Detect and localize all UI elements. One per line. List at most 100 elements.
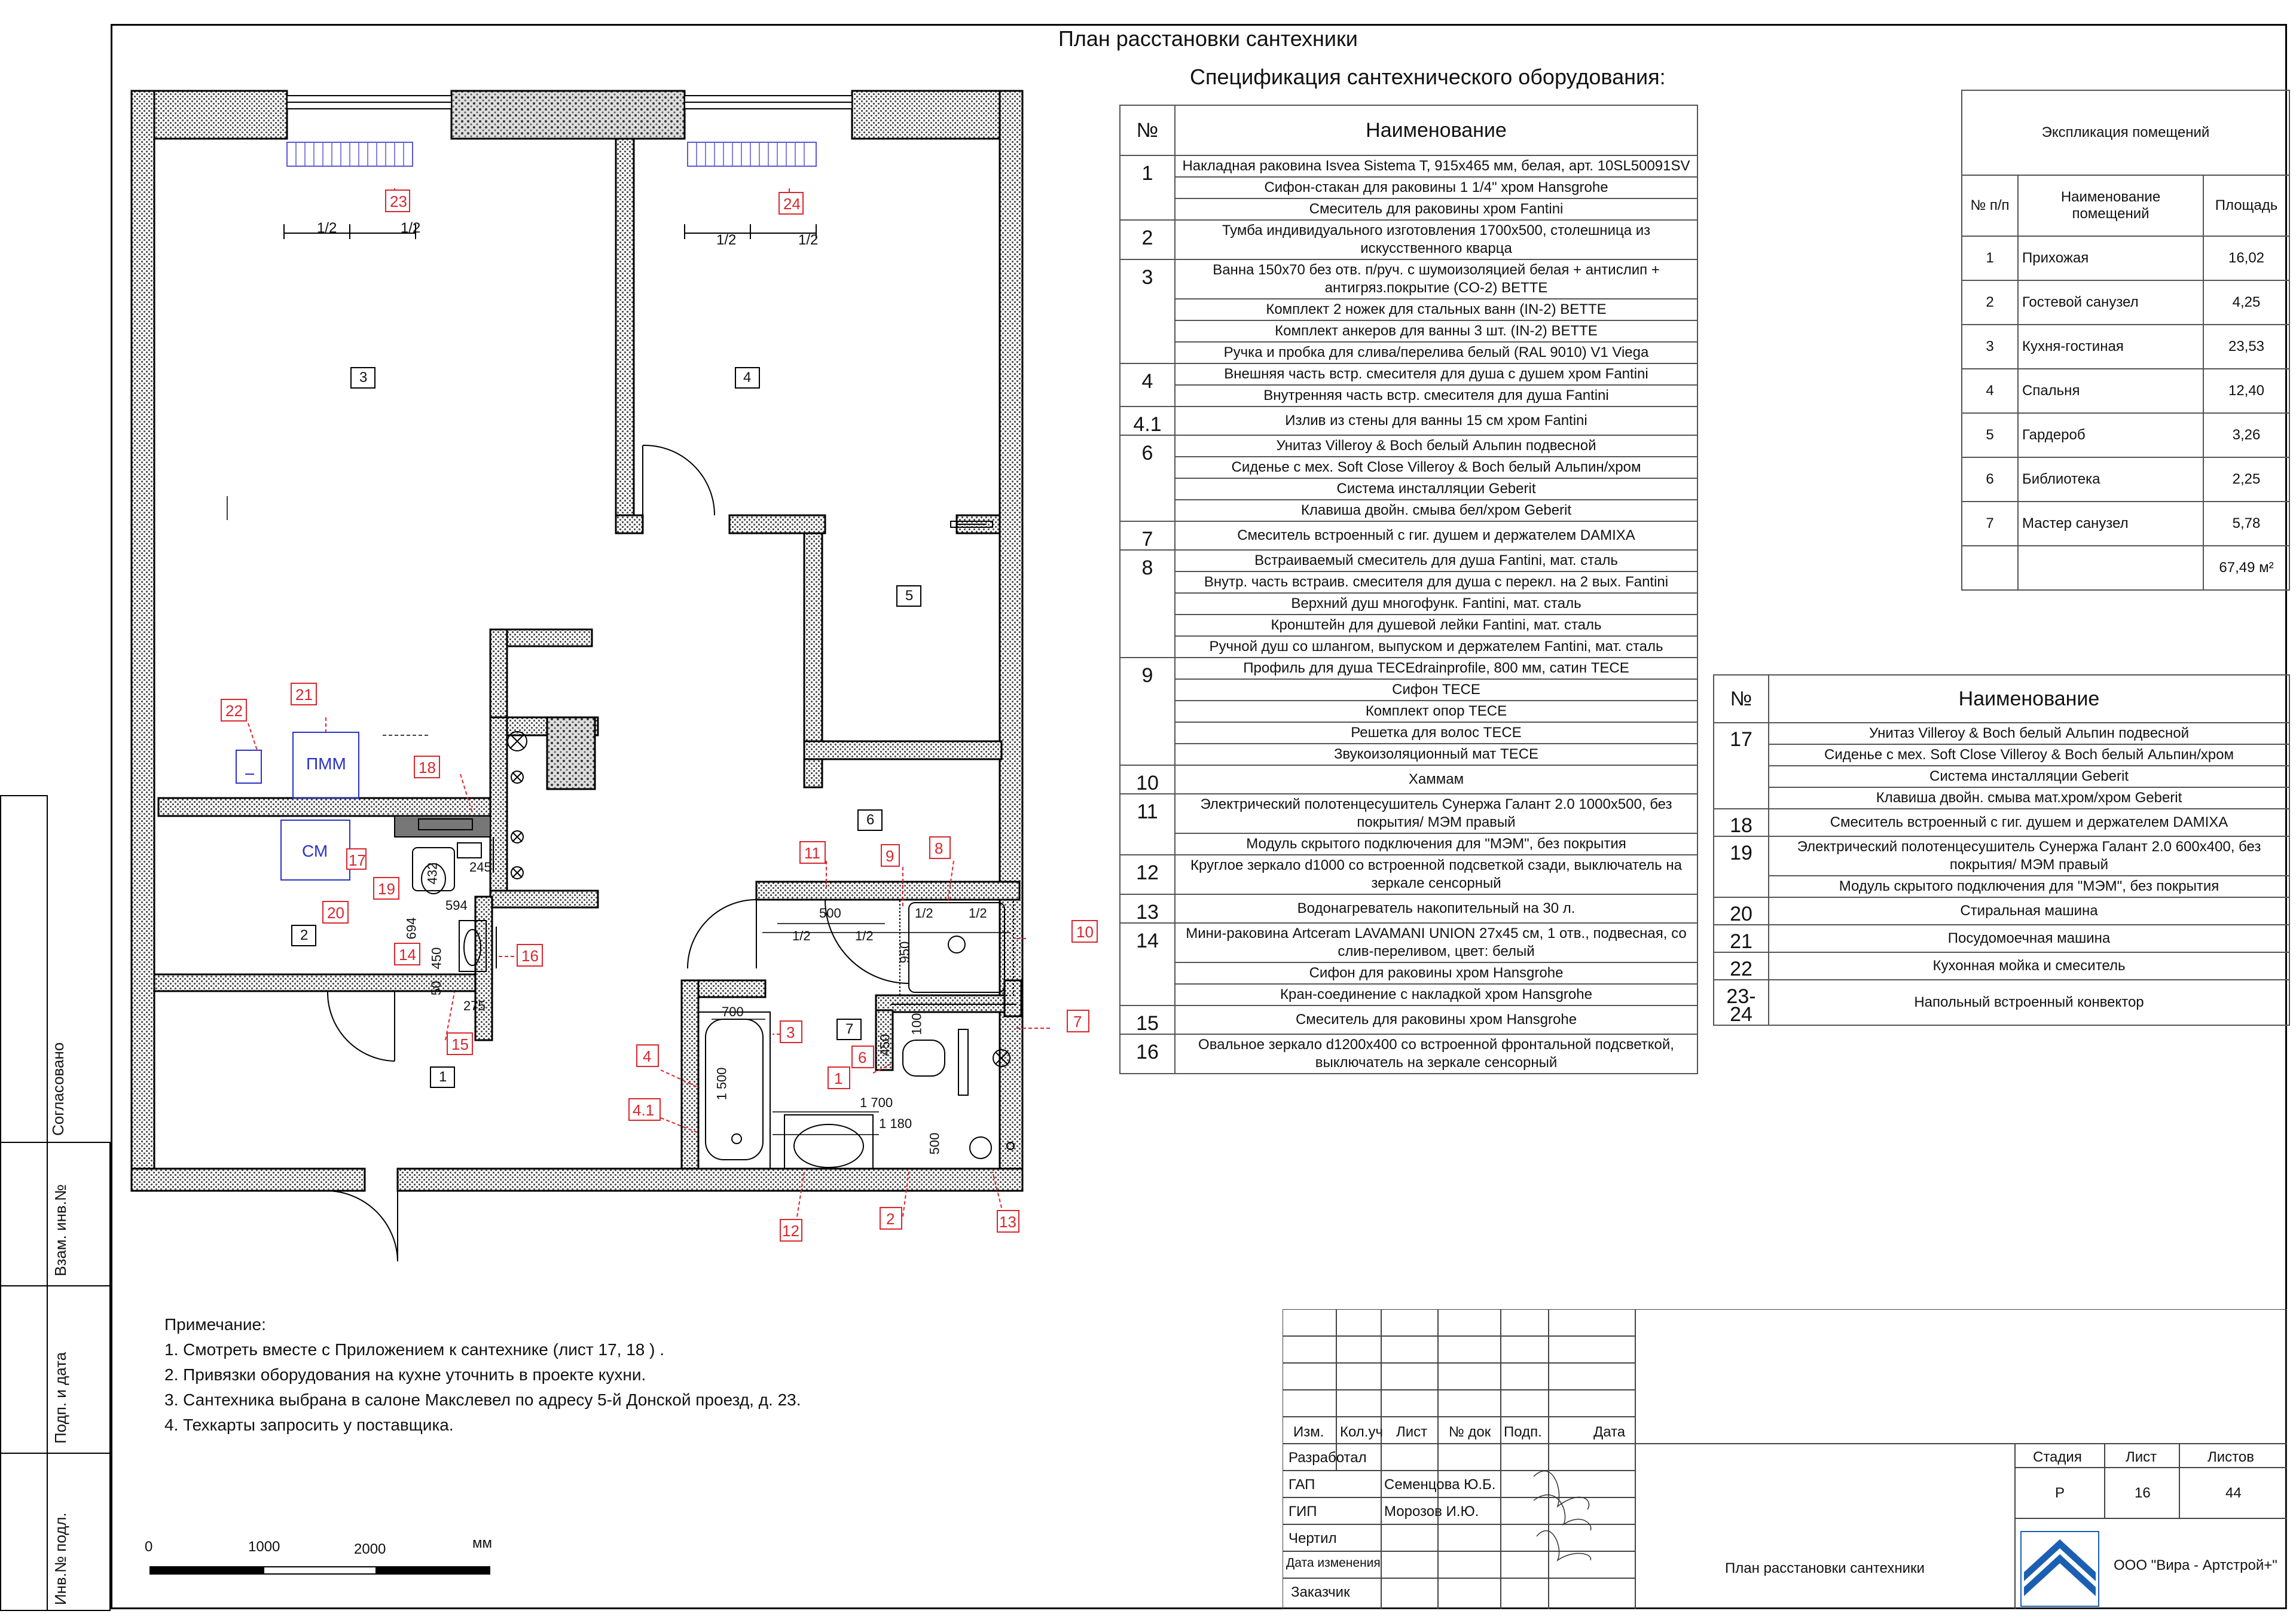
dim-half-6: 1/2 bbox=[855, 928, 874, 943]
floor-plan bbox=[130, 90, 1098, 1262]
spec2-row-item: Электрический полотенцесушитель Сунержа … bbox=[1768, 836, 2290, 876]
spec2-row-no: 20 bbox=[1713, 897, 1769, 925]
expl-cell-no: 3 bbox=[1961, 324, 2019, 369]
expl-cell-area: 5,78 bbox=[2203, 501, 2290, 546]
dim-432: 432 bbox=[425, 862, 440, 885]
spec2-row-item: Стиральная машина bbox=[1768, 897, 2290, 925]
dim-half-4: 1/2 bbox=[798, 232, 819, 248]
scale-bar: 0 1000 2000 мм bbox=[145, 1530, 508, 1578]
signature-scribbles bbox=[1533, 1471, 1592, 1562]
spec-row-no: 1 bbox=[1119, 155, 1176, 221]
spec-row: Комплект опор TECE bbox=[1120, 700, 1698, 723]
expl-cell-area: 16,02 bbox=[2203, 236, 2290, 281]
dim-694: 694 bbox=[404, 917, 419, 940]
dim-450: 450 bbox=[877, 1034, 893, 1056]
expl-total: 67,49 м² bbox=[2203, 545, 2290, 591]
spec-row: Комплект 2 ножек для стальных ванн (IN-2… bbox=[1120, 298, 1698, 321]
expl-cell-area: 3,26 bbox=[2203, 412, 2290, 458]
spec-row-item: Овальное зеркало d1200х400 со встроенной… bbox=[1174, 1034, 1698, 1074]
tag-4-1: 4.1 bbox=[633, 1101, 655, 1119]
spec-row-item: Сифон для раковины хром Hansgrohe bbox=[1174, 962, 1698, 985]
spec-row: Ручка и пробка для слива/перелива белый … bbox=[1120, 341, 1698, 364]
expl-cell-name: Прихожая bbox=[2017, 236, 2204, 281]
spec2-row-no: 23-24 bbox=[1713, 979, 1769, 1026]
stamp-h-izm: Изм. bbox=[1293, 1424, 1324, 1440]
spec2-row-item: Кухонная мойка и смеситель bbox=[1768, 952, 2290, 980]
spec-row-item: Тумба индивидуального изготовления 1700х… bbox=[1174, 219, 1698, 260]
stamp-stage-h: Стадия bbox=[2033, 1449, 2082, 1465]
dim-450b: 450 bbox=[429, 947, 444, 970]
stamp-role-gap: ГАП bbox=[1289, 1477, 1315, 1493]
stamp-role-dev: Разработал bbox=[1289, 1450, 1367, 1466]
spec-row-item: Смеситель встроенный с гиг. душем и держ… bbox=[1174, 521, 1698, 551]
spec-row-item: Излив из стены для ванны 15 см хром Fant… bbox=[1174, 406, 1698, 436]
spec-col-name: Наименование bbox=[1174, 105, 1698, 156]
explication-title: Экспликация помещений bbox=[1961, 90, 2290, 176]
scale-2000: 2000 bbox=[354, 1541, 386, 1557]
expl-cell-no: 2 bbox=[1961, 280, 2019, 325]
spec-row-no: 16 bbox=[1119, 1034, 1176, 1074]
expl-cell-area: 23,53 bbox=[2203, 324, 2290, 369]
spec-row-item: Решетка для волос TECE bbox=[1174, 722, 1698, 744]
spec-row-no: 4.1 bbox=[1119, 406, 1176, 436]
spec-row-no: 2 bbox=[1119, 219, 1176, 260]
tag-4: 4 bbox=[643, 1047, 652, 1065]
spec-row-item: Звукоизоляционный мат TECE bbox=[1174, 743, 1698, 766]
tag-14: 14 bbox=[399, 946, 416, 964]
scale-unit: мм bbox=[472, 1535, 492, 1551]
spec-row-no: 9 bbox=[1119, 657, 1176, 766]
dim-700: 700 bbox=[722, 1004, 744, 1019]
notes: Примечание: 1. Смотреть вместе с Приложе… bbox=[164, 1312, 801, 1438]
expl-col-name: Наименование помещений bbox=[2017, 175, 2204, 237]
tag-19: 19 bbox=[378, 880, 395, 898]
room-label-2: 2 bbox=[300, 927, 309, 943]
expl-cell-name: Гардероб bbox=[2017, 412, 2204, 458]
spec-row-item: Водонагреватель накопительный на 30 л. bbox=[1174, 894, 1698, 924]
stamp-role-draw: Чертил bbox=[1289, 1530, 1337, 1546]
spec-row: Верхний душ многофунк. Fantini, мат. ста… bbox=[1120, 592, 1698, 615]
dim-245: 245 bbox=[469, 860, 491, 875]
spec-row-item: Комплект опор TECE bbox=[1174, 700, 1698, 723]
spec2-row-item: Унитаз Villeroy & Boch белый Альпин подв… bbox=[1768, 722, 2290, 745]
stamp-role-gip: ГИП bbox=[1289, 1503, 1317, 1520]
spec-row-item: Хаммам bbox=[1174, 765, 1698, 794]
spec2-col-no: № bbox=[1713, 674, 1769, 723]
stamp-h-sign: Подп. bbox=[1504, 1424, 1542, 1440]
tag-1: 1 bbox=[834, 1069, 843, 1087]
spec-row-no: 7 bbox=[1119, 521, 1176, 551]
stamp-role-client: Заказчик bbox=[1291, 1584, 1350, 1600]
stamp-drawing-name: План расстановки сантехники bbox=[1725, 1560, 1925, 1576]
spec-row-no: 14 bbox=[1119, 922, 1176, 1006]
spec-row: Звукоизоляционный мат TECE bbox=[1120, 743, 1698, 766]
spec-row: Сифон TECE bbox=[1120, 678, 1698, 701]
spec-row-no: 15 bbox=[1119, 1005, 1176, 1035]
dim-50: 50 bbox=[429, 980, 444, 996]
spec-row: Кран-соединение с накладкой хром Hansgro… bbox=[1120, 983, 1698, 1006]
dim-500: 500 bbox=[819, 906, 841, 921]
tag-11: 11 bbox=[804, 844, 820, 862]
spec2-row-item: Модуль скрытого подключения для "МЭМ", б… bbox=[1768, 875, 2290, 898]
expl-cell-name: Спальня bbox=[2017, 368, 2204, 414]
spec-row-item: Встраиваемый смеситель для душа Fantini,… bbox=[1174, 549, 1698, 572]
outer-walls bbox=[130, 90, 1024, 1192]
expl-cell-no: 4 bbox=[1961, 368, 2019, 414]
scale-0: 0 bbox=[145, 1539, 153, 1555]
room-label-7: 7 bbox=[845, 1021, 854, 1037]
spec-row: Модуль скрытого подключения для "МЭМ", б… bbox=[1120, 833, 1698, 855]
spec2-row-item: Сиденье с мех. Soft Close Villeroy & Boc… bbox=[1768, 744, 2290, 766]
dim-275: 275 bbox=[463, 998, 486, 1013]
spec-row-item: Ручка и пробка для слива/перелива белый … bbox=[1174, 341, 1698, 364]
spec2-col-name: Наименование bbox=[1768, 674, 2290, 723]
tag-6: 6 bbox=[858, 1049, 867, 1066]
stamp-gap-name: Семенцова Ю.Б. bbox=[1384, 1477, 1496, 1493]
dim-half-1: 1/2 bbox=[317, 220, 337, 236]
